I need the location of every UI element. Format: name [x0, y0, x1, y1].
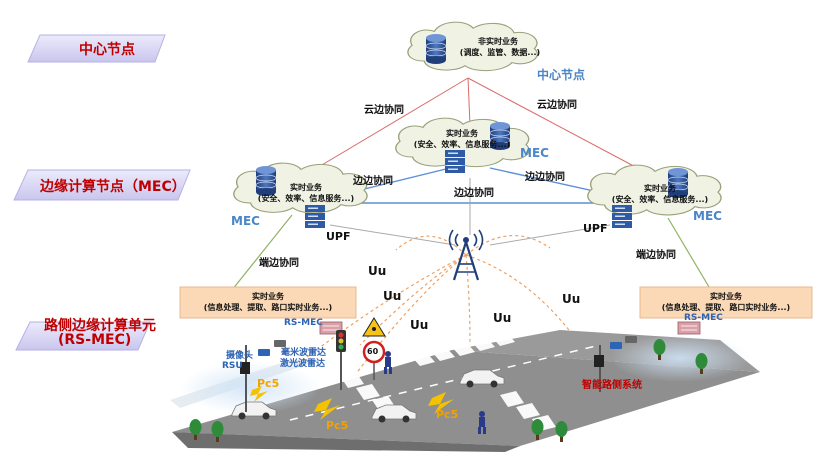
traffic-light-icon — [336, 330, 346, 390]
tier-label-center: 中心节点 — [79, 42, 135, 58]
mmwave-radar-label: 毫米波雷达 — [281, 348, 327, 358]
pedestrian-icon — [478, 411, 486, 434]
lidar-label: 激光波雷达 — [280, 359, 326, 369]
edge-edge-label: 边边协同 — [525, 172, 565, 183]
database-icon — [667, 168, 689, 198]
tower-backhaul-links — [329, 178, 611, 246]
server-icon — [612, 205, 632, 228]
roadside-box-detail: (信息处理、提取、路口实时业务...) — [661, 303, 791, 312]
cell-tower-icon — [448, 229, 484, 281]
roadside-box-right — [639, 286, 813, 319]
speed-limit-sign — [362, 340, 386, 380]
roadside-box-left — [179, 286, 357, 319]
end-edge-label: 端边协同 — [636, 250, 676, 261]
tier-label-roadside-abbr: (RS-MEC) — [58, 332, 132, 348]
mec-label: MEC — [231, 214, 260, 228]
edge-cloud-detail: (安全、效率、信息服务...) — [257, 194, 355, 203]
speed-limit-value: 60 — [367, 347, 379, 356]
center-cloud-title: 非实时业务 — [478, 37, 518, 46]
end-edge-links — [231, 214, 713, 293]
server-icon — [305, 205, 325, 228]
uu-label: Uu — [383, 289, 402, 303]
database-icon — [425, 34, 447, 64]
roadside-box-title: 实时业务 — [252, 292, 284, 301]
tier-label-roadside: 路侧边缘计算单元 — [44, 318, 156, 334]
car-icon — [371, 404, 417, 423]
edge-edge-label: 边边协同 — [454, 188, 494, 199]
tier-label-edge: 边缘计算节点（MEC） — [40, 179, 186, 195]
uu-label: Uu — [410, 318, 429, 332]
camera-label: 摄像头 — [226, 351, 254, 361]
roadside-box-detail: (信息处理、提取、路口实时业务...) — [203, 303, 333, 312]
edge-cloud-title: 实时业务 — [644, 184, 676, 193]
cloud-edge-label: 云边协同 — [364, 105, 404, 116]
server-icon — [445, 150, 465, 173]
rsu-pole-left — [240, 340, 286, 412]
uu-label: Uu — [493, 311, 512, 325]
coverage-glow-right — [610, 334, 750, 382]
center-cloud-detail: (调度、监管、数据...) — [459, 48, 541, 57]
rsu-pole-right — [594, 336, 637, 392]
upf-label: UPF — [326, 230, 351, 243]
center-node-caption: 中心节点 — [537, 68, 586, 82]
roadside-box-title: 实时业务 — [710, 292, 742, 301]
mec-label: MEC — [693, 209, 722, 223]
edge-edge-label: 边边协同 — [353, 176, 393, 187]
zebra-crossing — [340, 331, 556, 431]
edge-cloud-title: 实时业务 — [290, 183, 322, 192]
edge-cloud-detail: (安全、效率、信息服务...) — [611, 195, 709, 204]
rs-mec-label: RS-MEC — [684, 313, 723, 323]
warning-sign-icon — [362, 317, 386, 337]
tier-badge-edge — [13, 169, 191, 201]
cloud-edge-label: 云边协同 — [537, 100, 577, 111]
rs-mec-label: RS-MEC — [284, 318, 323, 328]
tree-icon — [189, 339, 708, 442]
uu-label: Uu — [562, 292, 581, 306]
cloud-edge-links — [299, 77, 661, 181]
car-icon — [459, 369, 505, 388]
tier-badge-roadside — [15, 321, 151, 351]
pc5-label: Pc5 — [257, 377, 280, 390]
edge-cloud-detail: (安全、效率、信息服务...) — [413, 140, 511, 149]
upf-label: UPF — [583, 222, 608, 235]
rsu-label: RSU — [222, 361, 243, 371]
edge-cloud-title: 实时业务 — [446, 129, 478, 138]
mec-label: MEC — [520, 146, 549, 160]
tier-badge-center — [27, 34, 166, 63]
smart-road-system-label: 智能路侧系统 — [582, 380, 642, 391]
database-icon — [255, 166, 277, 196]
pc5-label: Pc5 — [436, 408, 459, 421]
car-icon — [231, 401, 277, 420]
uu-label: Uu — [368, 264, 387, 278]
pc5-bolt-icon — [250, 386, 454, 420]
end-edge-label: 端边协同 — [259, 258, 299, 269]
rs-mec-device-icon — [677, 321, 701, 335]
pedestrian-icon — [384, 351, 392, 374]
coverage-glow-left — [180, 362, 320, 414]
pc5-label: Pc5 — [326, 419, 349, 432]
database-icon — [489, 122, 511, 150]
